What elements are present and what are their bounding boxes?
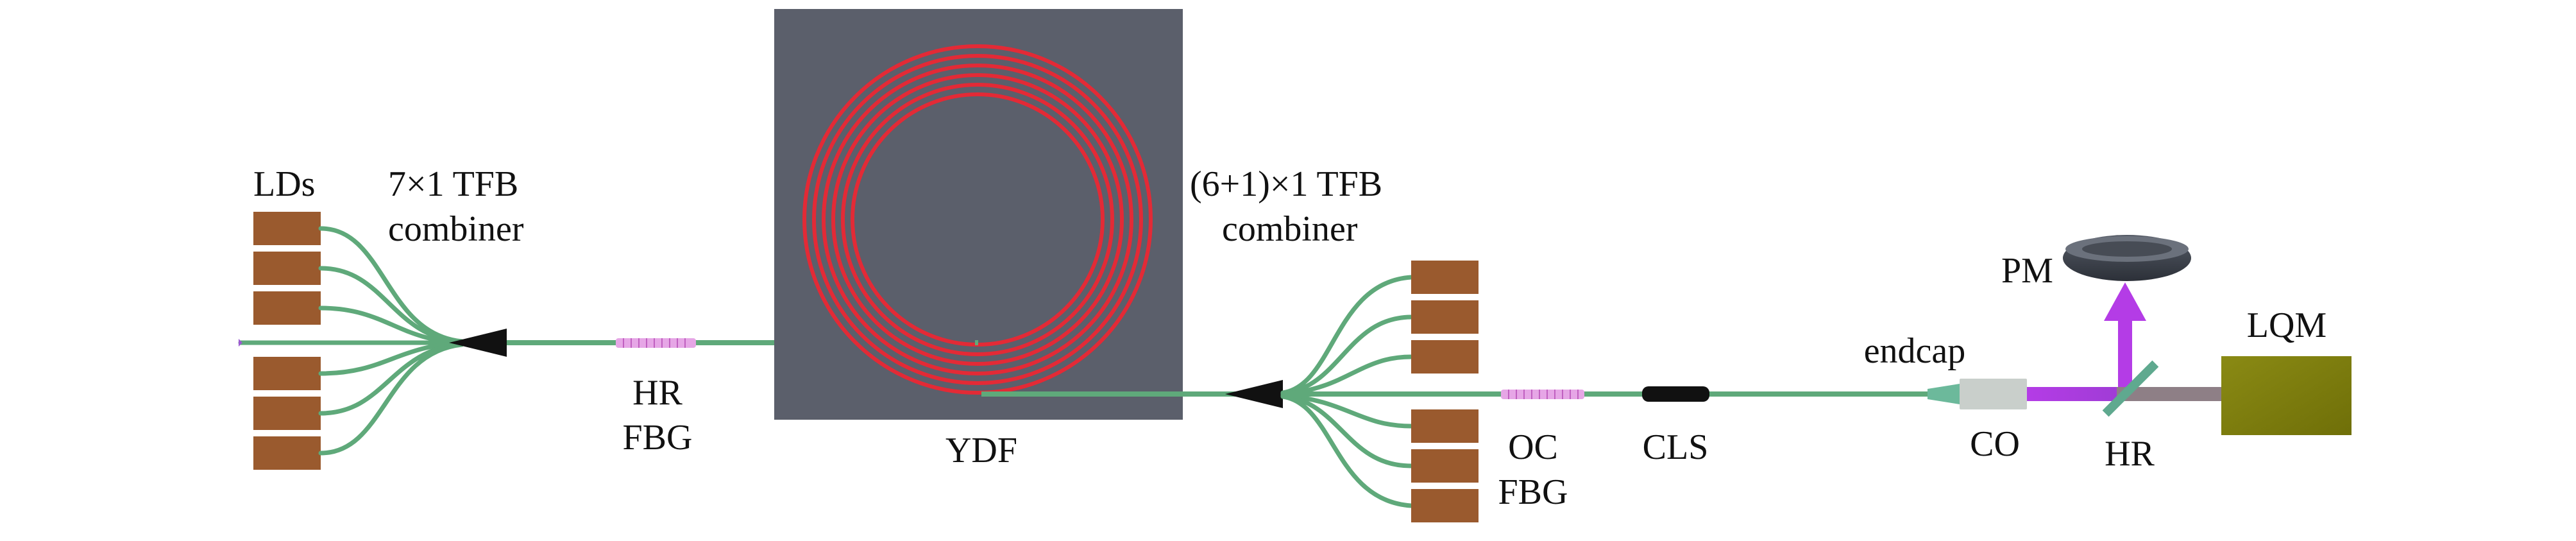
laser-diode bbox=[253, 252, 321, 285]
label-hr-mirror: HR bbox=[2105, 434, 2155, 474]
hr-mirror bbox=[2102, 360, 2159, 417]
reflected-beam-arrowhead bbox=[2104, 282, 2146, 321]
label-combiner-right-2: combiner bbox=[1222, 209, 1358, 249]
transmitted-beam bbox=[2117, 387, 2221, 401]
collimator bbox=[1960, 379, 2027, 409]
laser-diode bbox=[1411, 300, 1479, 334]
power-meter bbox=[2063, 235, 2191, 281]
combiner-left-taper bbox=[449, 329, 507, 357]
label-combiner-right-1: (6+1)×1 TFB bbox=[1190, 164, 1382, 204]
label-oc-fbg-1: OC bbox=[1508, 427, 1558, 467]
laser-diode bbox=[253, 212, 321, 245]
pump-fibers-right bbox=[1280, 275, 1414, 508]
endcap-taper bbox=[1928, 384, 1960, 404]
labels: LDs 7×1 TFB combiner HR FBG YDF (6+1)×1 … bbox=[253, 164, 2326, 512]
label-combiner-left-2: combiner bbox=[388, 209, 524, 249]
laser-diode bbox=[253, 436, 321, 470]
reflected-beam bbox=[2118, 321, 2132, 387]
laser-diode-bank-right bbox=[1411, 261, 1479, 522]
laser-diode bbox=[1411, 340, 1479, 374]
label-combiner-left-1: 7×1 TFB bbox=[388, 164, 518, 204]
label-hr-fbg-2: FBG bbox=[623, 418, 693, 458]
ydf-coil-fiber-ends bbox=[975, 340, 1246, 397]
label-cls: CLS bbox=[1643, 427, 1709, 467]
label-pm: PM bbox=[2001, 251, 2053, 291]
label-lqm: LQM bbox=[2247, 305, 2326, 345]
hr-fbg bbox=[616, 338, 696, 348]
label-hr-fbg-1: HR bbox=[632, 373, 682, 413]
laser-beam bbox=[2027, 387, 2117, 401]
laser-diode bbox=[1411, 261, 1479, 294]
fiber-input-end bbox=[239, 339, 242, 347]
laser-diode bbox=[1411, 489, 1479, 522]
cladding-light-stripper bbox=[1642, 386, 1709, 402]
laser-diode-bank-left bbox=[253, 212, 321, 470]
laser-diode bbox=[1411, 409, 1479, 443]
label-oc-fbg-2: FBG bbox=[1498, 472, 1568, 512]
label-co: CO bbox=[1970, 424, 2020, 464]
laser-diode bbox=[253, 291, 321, 325]
laser-diode bbox=[253, 397, 321, 430]
combiner-right-taper bbox=[1225, 380, 1283, 408]
label-ydf: YDF bbox=[945, 431, 1017, 470]
beam-quality-analyzer bbox=[2221, 356, 2351, 435]
laser-diode bbox=[1411, 449, 1479, 483]
label-lds: LDs bbox=[253, 164, 315, 204]
pump-fibers-left bbox=[238, 226, 464, 456]
laser-diode bbox=[253, 357, 321, 390]
oc-fbg bbox=[1501, 390, 1584, 399]
label-endcap: endcap bbox=[1864, 331, 1966, 371]
